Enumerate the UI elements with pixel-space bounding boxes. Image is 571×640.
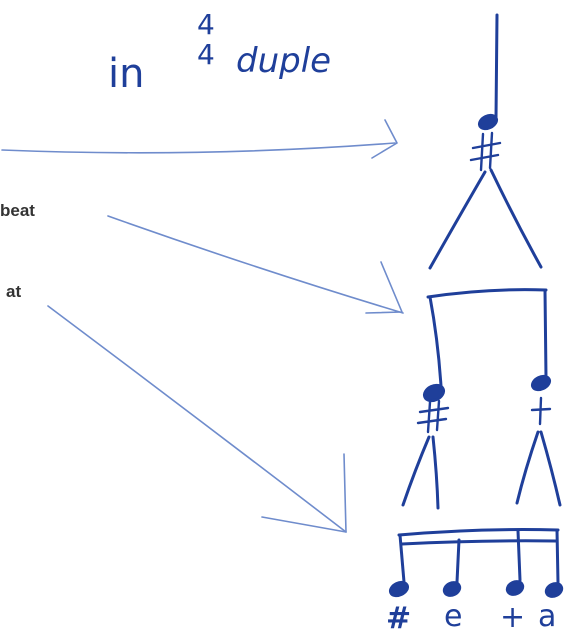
subdivision-notehead-1 [388,580,409,598]
syllables: # e + a [386,599,556,635]
arrow-to-subdivision-level [48,306,346,532]
arrowhead-division-level [366,262,402,313]
arrowhead-subdivision-level [262,454,346,532]
subdivision-notehead-3 [505,579,525,597]
division-notehead-right [530,374,551,392]
division-count-symbol [418,401,448,432]
subdivision-stem-4 [557,530,558,583]
beat-stem [496,15,497,118]
syllable-and: + [500,600,525,635]
syllable-e: e [444,599,462,634]
heading: in 4 4 duple [108,8,331,97]
division-beam [428,290,546,297]
subdivision-stem-1 [400,535,404,582]
meter-top: 4 [197,8,215,41]
subdivision-level [388,530,563,599]
beat-level [430,15,541,268]
left-label-at: at [6,282,21,302]
heading-prefix: in [108,51,144,97]
arrows [2,120,403,532]
subdivision-notehead-2 [442,580,462,598]
left-label-beat: beat [0,201,35,221]
division-level [403,290,560,508]
beat-branch-left [430,172,485,268]
subdivision-stem-2 [457,540,459,582]
beat-notehead [477,113,498,131]
division-branch-3 [517,432,538,503]
beat-count-symbol [471,133,500,170]
syllable-a: a [538,599,556,634]
subdivision-stem-3 [518,531,520,580]
subdivision-beam-1 [399,530,558,535]
arrow-to-division-level [108,216,403,313]
meter-bottom: 4 [197,38,215,71]
division-stem-right [545,290,546,378]
division-branch-4 [541,432,560,505]
subdivision-notehead-4 [544,581,564,599]
division-branch-1 [403,437,429,505]
subdivision-beam-2 [402,541,556,544]
arrow-to-beat-level [2,143,395,153]
division-branch-2 [433,437,438,508]
arrowhead-beat-level [372,120,397,158]
division-stem-left [430,297,441,386]
beat-branch-right [491,170,541,267]
heading-word: duple [236,41,331,81]
syllable-count: # [386,601,411,635]
division-and-symbol [532,398,550,424]
